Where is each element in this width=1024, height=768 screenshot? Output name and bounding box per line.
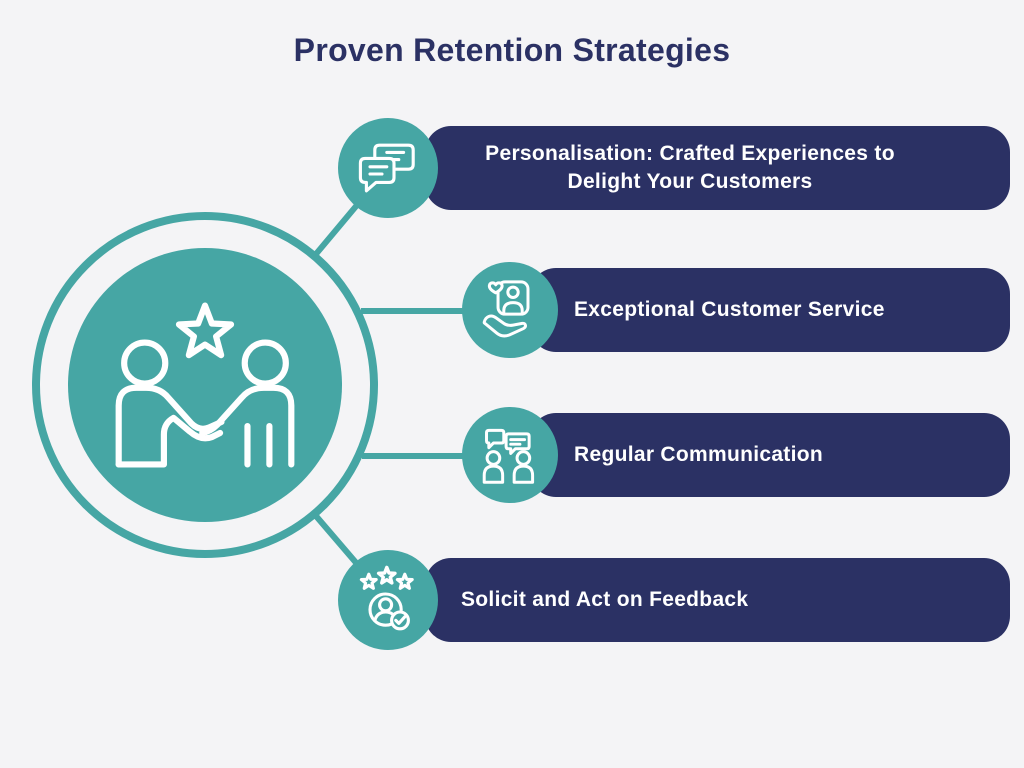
strategy-label: Regular Communication bbox=[574, 442, 823, 466]
strategy-label: Solicit and Act on Feedback bbox=[461, 587, 749, 611]
strategy-bar-communication: Regular Communication bbox=[530, 413, 1010, 497]
strategy-icon-badge bbox=[462, 407, 558, 503]
center-circle bbox=[68, 248, 342, 522]
customer-rating-check-icon bbox=[359, 565, 414, 631]
strategy-icon-badge bbox=[338, 550, 438, 650]
strategy-bar-personalisation: Personalisation: Crafted Experiences to … bbox=[425, 126, 1010, 210]
strategy-label: Personalisation: Crafted Experiences to … bbox=[485, 141, 895, 193]
center-outer-ring bbox=[32, 212, 378, 558]
strategy-bar-customer-service: Exceptional Customer Service bbox=[530, 268, 1010, 352]
hand-holding-customer-icon bbox=[483, 280, 530, 338]
chat-bubbles-icon bbox=[358, 143, 415, 193]
strategy-label: Exceptional Customer Service bbox=[574, 297, 885, 321]
strategy-icon-badge bbox=[338, 118, 438, 218]
strategy-icon-badge bbox=[462, 262, 558, 358]
strategy-bar-feedback: Solicit and Act on Feedback bbox=[425, 558, 1010, 642]
page-title: Proven Retention Strategies bbox=[293, 32, 731, 68]
people-conversation-icon bbox=[483, 429, 535, 485]
handshake-with-star-icon bbox=[115, 302, 295, 468]
